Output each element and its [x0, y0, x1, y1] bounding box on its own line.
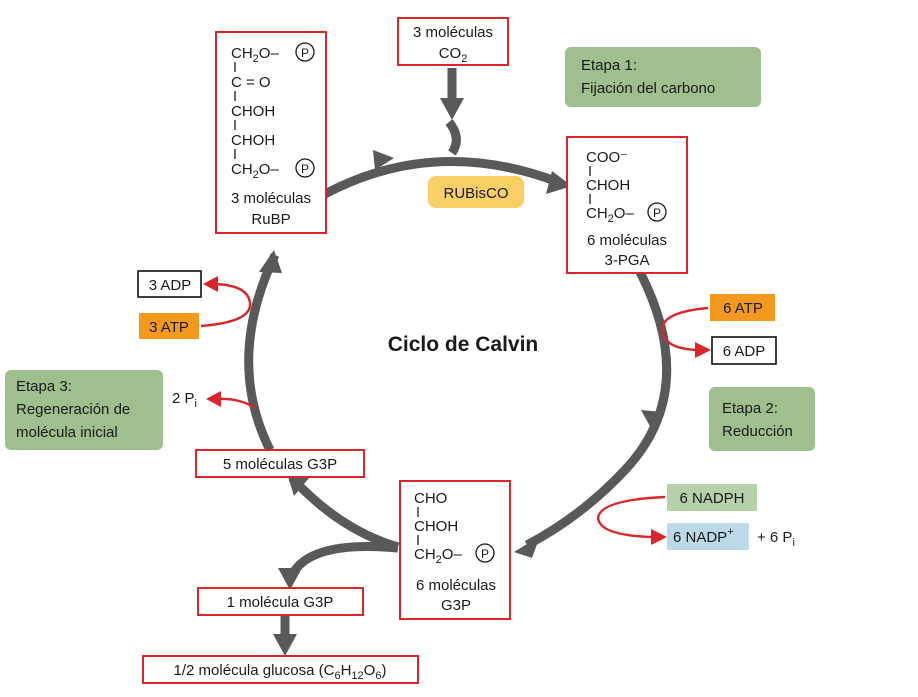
regeneration-pi: 2 Pi	[172, 390, 197, 410]
arrowhead-to-g3p6	[514, 536, 540, 558]
atp-badge	[139, 313, 199, 339]
adp-label: 3 ADP	[149, 277, 192, 294]
regeneration-adp: 3 ADP	[137, 270, 202, 298]
nadph-label: 6 NADPH	[679, 490, 744, 507]
phosphate-icon	[647, 202, 667, 222]
arrowhead-to-glucose	[273, 634, 297, 656]
g3p-5-label: 5 moléculas G3P	[223, 456, 337, 473]
co2-count: 3 moléculas	[413, 24, 493, 41]
cycle-arc-to-g3p5	[288, 474, 400, 552]
rubp-count: 3 moléculas	[231, 190, 311, 207]
red-arrowhead	[203, 276, 218, 292]
phosphate-label: P	[301, 162, 309, 176]
reduction-pi: + 6 Pi	[757, 529, 795, 549]
pga-formula-row3: CH2O–	[586, 205, 634, 225]
reduction-adp: 6 ADP	[711, 336, 777, 365]
pi-release-arrow	[217, 397, 256, 410]
atp-badge	[710, 294, 775, 321]
red-arrowhead	[206, 391, 221, 407]
arrowhead-to-g3p1	[278, 568, 302, 590]
g3p-formula-row2: CHOH	[414, 518, 458, 535]
cycle-title: Ciclo de Calvin	[388, 333, 539, 356]
g3p-formula-row1: CHO	[414, 490, 447, 507]
reduction-nadph: 6 NADPH	[667, 484, 757, 511]
nadp-label: 6 NADP+	[673, 526, 734, 546]
rubp-name: RuBP	[251, 211, 290, 228]
stage-1-name: Fijación del carbono	[581, 80, 715, 97]
g3p-5-box: 5 moléculas G3P	[195, 449, 365, 478]
co2-formula: CO2	[439, 45, 468, 65]
branch-arrow-export	[288, 542, 399, 578]
adp-label: 6 ADP	[723, 343, 766, 360]
regeneration-atp: 3 ATP	[139, 313, 199, 339]
arrowhead-right-arc	[641, 410, 663, 430]
g3p-formula-row3: CH2O–	[414, 546, 462, 566]
adp-badge	[711, 336, 777, 365]
cycle-arc-reduction	[524, 269, 672, 549]
stage-2-name: Reducción	[722, 423, 793, 440]
atp-to-adp-arrow	[660, 306, 709, 352]
stage-3-name-line2: molécula inicial	[16, 424, 118, 441]
rubisco-badge: RUBisCO	[428, 176, 524, 208]
red-arrowhead	[695, 342, 711, 358]
g3p-6-box: CHO CHOH CH2O– P 6 moléculas G3P	[399, 480, 511, 620]
co2-join-curve	[445, 119, 461, 156]
arrowhead-co2	[440, 98, 464, 120]
co2-box: 3 moléculas CO2	[397, 17, 509, 66]
reduction-atp: 6 ATP	[710, 294, 775, 321]
pga-formula-row2: CHOH	[586, 177, 630, 194]
cycle-arc-regeneration	[244, 253, 280, 453]
rubp-formula-row5: CH2O–	[231, 161, 279, 181]
g3p-1-box: 1 molécula G3P	[197, 587, 364, 616]
atp-to-adp-arrow	[200, 282, 252, 328]
arrowhead-top-arc	[373, 150, 394, 170]
stage-3-label: Etapa 3: Regeneración de molécula inicia…	[5, 370, 163, 450]
stage-2-title: Etapa 2:	[722, 400, 778, 417]
rubisco-label: RUBisCO	[443, 185, 508, 202]
stage-2-label: Etapa 2: Reducción	[709, 387, 815, 451]
g3p-6-name: G3P	[441, 597, 471, 614]
pga-formula-row1: COO⁻	[586, 149, 628, 166]
arrowhead-left-arc	[259, 250, 282, 273]
phosphate-label: P	[481, 547, 489, 561]
pga-name: 3-PGA	[604, 252, 649, 269]
phosphate-icon	[295, 158, 315, 178]
phosphate-icon	[475, 543, 495, 563]
red-arrowhead	[651, 529, 667, 545]
atp-label: 3 ATP	[149, 319, 189, 336]
nadp-badge	[667, 523, 749, 550]
stage-1-title: Etapa 1:	[581, 57, 637, 74]
nadph-badge	[667, 484, 757, 511]
stage-1-label: Etapa 1: Fijación del carbono	[565, 47, 761, 107]
reduction-nadp: 6 NADP+	[667, 523, 749, 550]
rubp-formula-row1: CH2O–	[231, 45, 279, 65]
adp-badge	[137, 270, 202, 298]
rubp-formula-row4: CHOH	[231, 132, 275, 149]
glucose-label: 1/2 molécula glucosa (C6H12O6)	[174, 662, 387, 682]
arrowhead-to-pga	[546, 171, 572, 194]
phosphate-icon	[295, 42, 315, 62]
atp-label: 6 ATP	[723, 300, 763, 317]
stage-3-title: Etapa 3:	[16, 378, 72, 395]
g3p-6-count: 6 moléculas	[416, 577, 496, 594]
rubp-formula-row2: C = O	[231, 74, 271, 91]
cycle-arc-carbon-fixation	[295, 157, 560, 214]
g3p-1-label: 1 molécula G3P	[227, 594, 334, 611]
phosphate-label: P	[301, 46, 309, 60]
stage-3-name-line1: Regeneración de	[16, 401, 130, 418]
pga-count: 6 moléculas	[587, 232, 667, 249]
rubp-formula-row3: CHOH	[231, 103, 275, 120]
pga-box: COO⁻ CHOH CH2O– P 6 moléculas 3-PGA	[566, 136, 688, 274]
rubp-box: CH2O– P C = O CHOH CHOH CH2O– P 3 molécu…	[215, 31, 327, 234]
nadph-to-nadp-arrow	[596, 495, 666, 539]
phosphate-label: P	[653, 206, 661, 220]
glucose-box: 1/2 molécula glucosa (C6H12O6)	[142, 655, 419, 684]
